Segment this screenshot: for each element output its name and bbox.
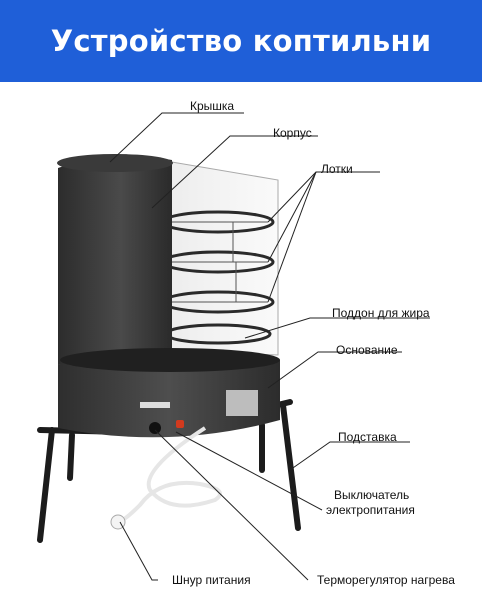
label-lid: Крышка [190, 99, 235, 113]
title-banner: Устройство коптильни [0, 0, 482, 82]
label-thermostat: Терморегулятор нагрева [317, 573, 455, 587]
label-body: Корпус [273, 126, 312, 140]
label-cord: Шнур питания [172, 573, 251, 587]
smoker-illustration [37, 112, 430, 581]
label-base: Основание [336, 343, 398, 357]
page-title: Устройство коптильни [50, 24, 432, 58]
power-cord [116, 426, 222, 523]
leader-lines [109, 112, 430, 581]
label-switch-line1: Выключатель [334, 488, 410, 502]
label-fat-tray: Поддон для жира [332, 306, 430, 320]
smoker-body [58, 156, 172, 365]
label-switch-line2: электропитания [326, 503, 415, 517]
smoker-base [58, 351, 280, 438]
label-trays: Лотки [321, 162, 353, 176]
label-stand: Подставка [338, 430, 397, 444]
